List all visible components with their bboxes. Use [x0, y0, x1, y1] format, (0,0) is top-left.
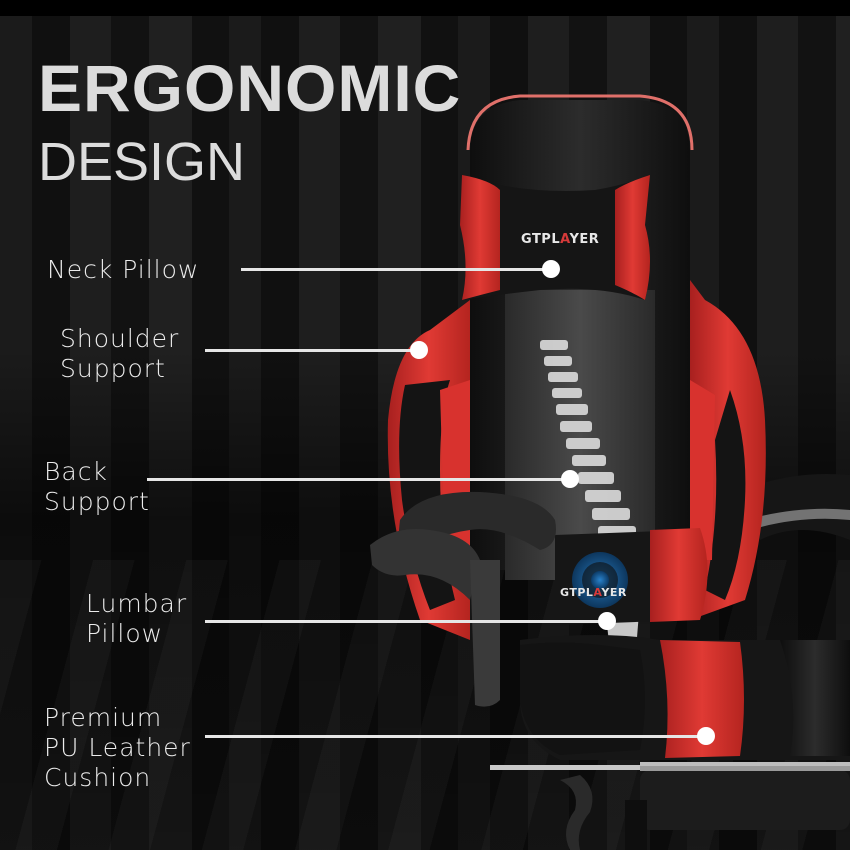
- label-line: Lumbar: [86, 589, 188, 618]
- brand-accent: A: [593, 586, 602, 599]
- headline-ergonomic: ERGONOMIC: [38, 51, 462, 125]
- brand-suffix: YER: [569, 232, 600, 247]
- brand-prefix: GTPL: [560, 586, 594, 599]
- callout-dot-back-support: [561, 470, 579, 488]
- callout-dot-pu-leather-cushion: [697, 727, 715, 745]
- label-line: PU Leather: [44, 733, 191, 762]
- leader-line-lumbar-pillow: [205, 620, 607, 623]
- label-line: Neck Pillow: [47, 255, 200, 284]
- callout-label-back-support: Back Support: [44, 457, 150, 517]
- label-line: Shoulder: [60, 324, 180, 353]
- callout-label-lumbar-pillow: Lumbar Pillow: [86, 589, 187, 649]
- label-line: Support: [60, 354, 166, 383]
- leader-line-neck-pillow: [241, 268, 551, 271]
- label-line: Cushion: [44, 763, 152, 792]
- callout-dot-lumbar-pillow: [598, 612, 616, 630]
- label-line: Pillow: [86, 619, 164, 648]
- label-line: Support: [44, 487, 150, 516]
- callout-dot-shoulder-support: [410, 341, 428, 359]
- brand-logo-lumbar: GTPLAYER: [560, 586, 627, 599]
- brand-suffix: YER: [601, 586, 627, 599]
- leader-line-back-support: [147, 478, 570, 481]
- callout-label-pu-leather-cushion: Premium PU Leather Cushion: [44, 703, 191, 793]
- label-line: Back: [44, 457, 108, 486]
- callout-label-shoulder-support: Shoulder Support: [60, 324, 179, 384]
- callout-label-neck-pillow: Neck Pillow: [47, 255, 199, 285]
- label-line: Premium: [44, 703, 163, 732]
- callout-dot-neck-pillow: [542, 260, 560, 278]
- brand-prefix: GTPL: [521, 232, 561, 247]
- headline-design: DESIGN: [38, 132, 246, 192]
- leader-line-shoulder-support: [205, 349, 419, 352]
- brand-logo-headrest: GTPLAYER: [521, 232, 599, 247]
- brand-accent: A: [560, 232, 570, 247]
- leader-line-pu-leather-cushion: [205, 735, 706, 738]
